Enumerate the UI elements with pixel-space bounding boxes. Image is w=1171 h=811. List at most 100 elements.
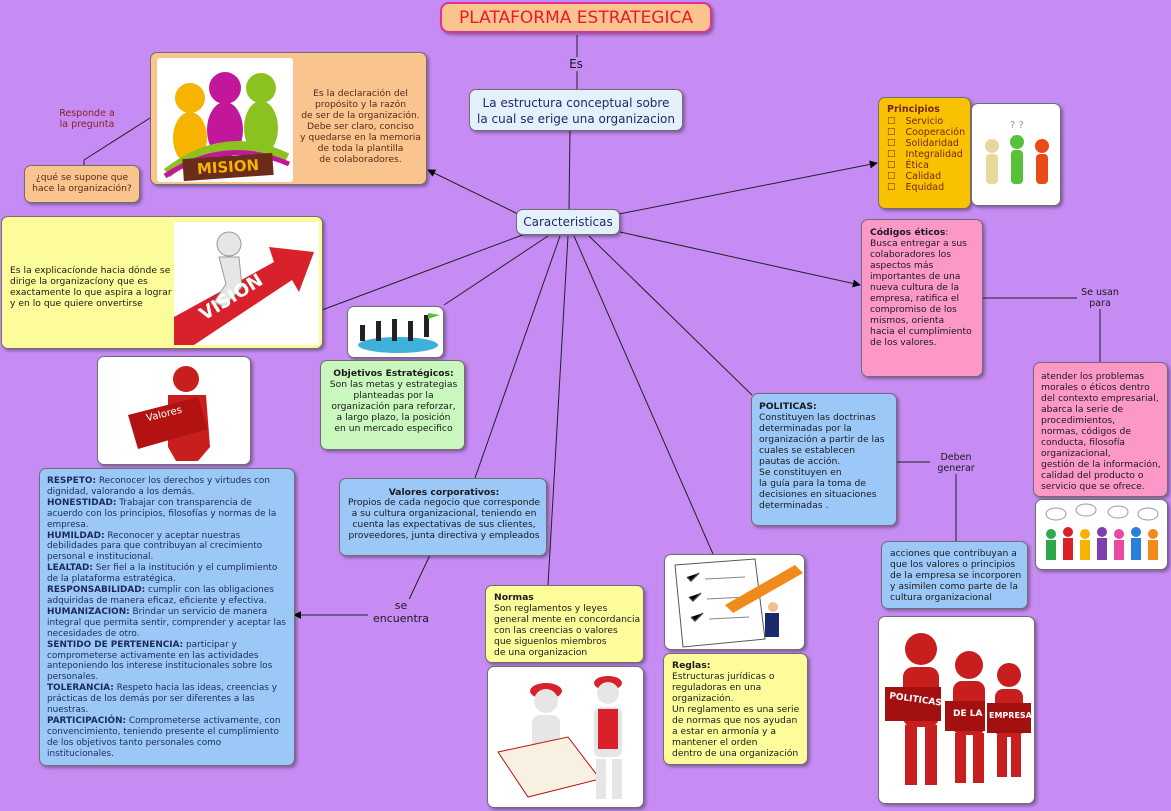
se-encuentra-label: se encuentra: [368, 599, 434, 625]
mision-question-node[interactable]: ¿qué se supone que hace la organización?: [24, 165, 140, 203]
mision-text: Es la declaración del propósito y la raz…: [300, 88, 421, 165]
valor-item: LEALTAD: Ser fiel a la institución y el …: [47, 563, 289, 585]
policy-puzzle-people-icon: [885, 633, 1031, 785]
vision-node[interactable]: Es la explicacíondе hacia dónde se dirig…: [1, 216, 323, 349]
valores-image: Valores: [97, 356, 251, 465]
checkbox-icon: ☐: [887, 127, 896, 138]
politicas-image-word-3: EMPRESA: [989, 711, 1032, 720]
valor-name: RESPETO:: [47, 476, 97, 486]
valor-name: HUMANIZACION:: [47, 606, 130, 617]
checkbox-icon: ☐: [887, 171, 896, 182]
politicas-image-word-2: DE LA: [953, 709, 983, 719]
valor-desc: Comprometerse activamente, con convencim…: [47, 715, 281, 759]
definition-node[interactable]: La estructura conceptual sobre la cual s…: [469, 89, 683, 131]
valor-item: HUMILDAD: Reconocer y aceptar nuestras d…: [47, 531, 289, 564]
valores-list-node[interactable]: RESPETO: Reconocer los derechos y virtud…: [39, 468, 295, 766]
caracteristicas-text: Caracteristicas: [523, 215, 613, 229]
mision-image: MISION: [157, 58, 293, 182]
deben-generar-label: Deben generar: [930, 452, 982, 474]
principio-item: ☐ Cooperación: [887, 127, 965, 138]
reglas-node[interactable]: Reglas: Estructuras jurídicas o regulado…: [663, 653, 808, 765]
valores-corporativos-text: Propios de cada negocio que corresponde …: [347, 497, 541, 541]
principio-item: ☐ Equidad: [887, 182, 965, 193]
politicas-image: POLITICAS DE LA EMPRESA: [878, 616, 1035, 804]
reglas-text: Estructuras jurídicas o reguladoras en u…: [672, 671, 800, 759]
valor-name: SENTIDO DE PERTENENCIA:: [47, 639, 184, 650]
principio-item: ☐Ética: [887, 160, 965, 171]
page-title: PLATAFORMA ESTRATEGICA: [440, 2, 712, 33]
workers-book-icon: [497, 676, 622, 799]
valor-item: RESPETO: Reconocer los derechos y virtud…: [47, 476, 289, 498]
principio-label: Equidad: [905, 182, 945, 193]
valores-corporativos-title: Valores corporativos:: [388, 487, 500, 498]
valor-desc: Respeto hacia las ideas, creencias y prá…: [47, 683, 277, 716]
valor-item: RESPONSABILIDAD: cumplir con las obligac…: [47, 585, 289, 607]
acciones-node[interactable]: acciones que contribuyan a que los valor…: [881, 541, 1028, 609]
caracteristicas-node[interactable]: Caracteristicas: [516, 209, 620, 235]
valor-name: TOLERANCIA:: [47, 683, 114, 694]
valores-list: RESPETO: Reconocer los derechos y virtud…: [47, 476, 289, 760]
principios-image: ? ?: [971, 103, 1061, 206]
principios-node[interactable]: Principios ☐Servicio☐Cooperación☐Solidar…: [878, 97, 971, 209]
principio-item: ☐Servicio: [887, 116, 965, 127]
valores-corporativos-node[interactable]: Valores corporativos: Propios de cada ne…: [339, 478, 547, 556]
politicas-title: POLITICAS:: [759, 401, 817, 412]
valor-desc: Ser fiel a la institución y el cumplimie…: [47, 563, 278, 585]
principio-label: Ética: [905, 160, 929, 171]
principio-label: Servicio: [905, 116, 944, 127]
valor-desc: Reconocer y aceptar nuestras debilidades…: [47, 530, 263, 563]
mision-question-text: ¿qué se supone que hace la organización?: [32, 172, 132, 194]
codigos-content: Códigos éticos: Busca entregar a sus col…: [870, 227, 980, 348]
svg-text:? ?: ? ?: [1010, 120, 1024, 131]
acciones-text: acciones que contribuyan a que los valor…: [890, 548, 1022, 603]
politicas-text: Constituyen las doctrinas determinadas p…: [759, 412, 885, 511]
politicas-node[interactable]: POLITICAS: Constituyen las doctrinas det…: [751, 393, 897, 526]
reglas-title: Reglas:: [672, 660, 711, 671]
checkbox-icon: ☐: [887, 138, 896, 149]
principio-label: Cooperación: [905, 127, 966, 138]
checklist-pencil-icon: [674, 558, 803, 648]
codigos-title: Códigos éticos: [870, 227, 946, 238]
valor-desc: Brindar un servicio de manera integral q…: [47, 606, 287, 639]
objetivos-title: Objetivos Estratégicos:: [333, 368, 454, 379]
valor-desc: Reconocer los derechos y virtudes con di…: [47, 476, 270, 497]
codigos-text: Busca entregar a sus colaboradores los a…: [870, 238, 972, 348]
vision-image: VISION: [174, 222, 319, 345]
question-figures-icon: ? ?: [985, 120, 1049, 184]
reglas-image: [664, 554, 805, 650]
valor-item: TOLERANCIA: Respeto hacia las ideas, cre…: [47, 683, 289, 716]
valor-item: PARTICIPACIÓN: Comprometerse activamente…: [47, 716, 289, 760]
vision-text: Es la explicacíondе hacia dónde se dirig…: [10, 265, 172, 309]
principio-label: Integralidad: [905, 149, 963, 160]
valor-name: RESPONSABILIDAD:: [47, 585, 146, 596]
checkbox-icon: ☐: [887, 149, 896, 160]
climbing-person-icon: [174, 231, 314, 345]
checkbox-icon: ☐: [887, 182, 896, 193]
objetivos-image: [347, 306, 444, 358]
codigos-node[interactable]: Códigos éticos: Busca entregar a sus col…: [861, 219, 983, 377]
normas-node[interactable]: Normas Son reglamentos y leyes general m…: [485, 585, 644, 663]
valor-item: SENTIDO DE PERTENENCIA: participar y com…: [47, 640, 289, 684]
codigos-image: [1035, 499, 1168, 570]
objetivos-text: Son las metas y estrategias planteadas p…: [329, 379, 458, 434]
people-icon: [163, 72, 291, 179]
principios-list: ☐Servicio☐Cooperación☐Solidaridad☐Integr…: [887, 116, 965, 193]
normas-image: [487, 666, 644, 808]
principios-title: Principios: [887, 104, 940, 115]
codigos-usage-text: atender los problemas morales o éticos d…: [1041, 371, 1161, 492]
people-group-icon: [1045, 503, 1159, 560]
page-title-text: PLATAFORMA ESTRATEGICA: [459, 8, 693, 28]
principio-item: ☐ Integralidad: [887, 149, 965, 160]
definition-text: La estructura conceptual sobre la cual s…: [476, 96, 675, 126]
valor-name: HUMILDAD:: [47, 530, 105, 541]
mision-node[interactable]: MISION Es la declaración del propósito y…: [150, 52, 427, 185]
normas-title: Normas: [494, 592, 534, 603]
valor-desc: participar y comprometerse activamente e…: [47, 639, 273, 683]
link-label-es: Es: [562, 57, 590, 71]
codigos-usage-node[interactable]: atender los problemas morales o éticos d…: [1033, 362, 1168, 497]
objetivos-node[interactable]: Objetivos Estratégicos: Son las metas y …: [320, 360, 465, 450]
valor-name: LEALTAD:: [47, 563, 93, 574]
valor-item: HONESTIDAD: Trabajar con transparencia d…: [47, 498, 289, 531]
valor-name: HONESTIDAD:: [47, 497, 117, 508]
responde-label: Responde a la pregunta: [54, 108, 120, 130]
